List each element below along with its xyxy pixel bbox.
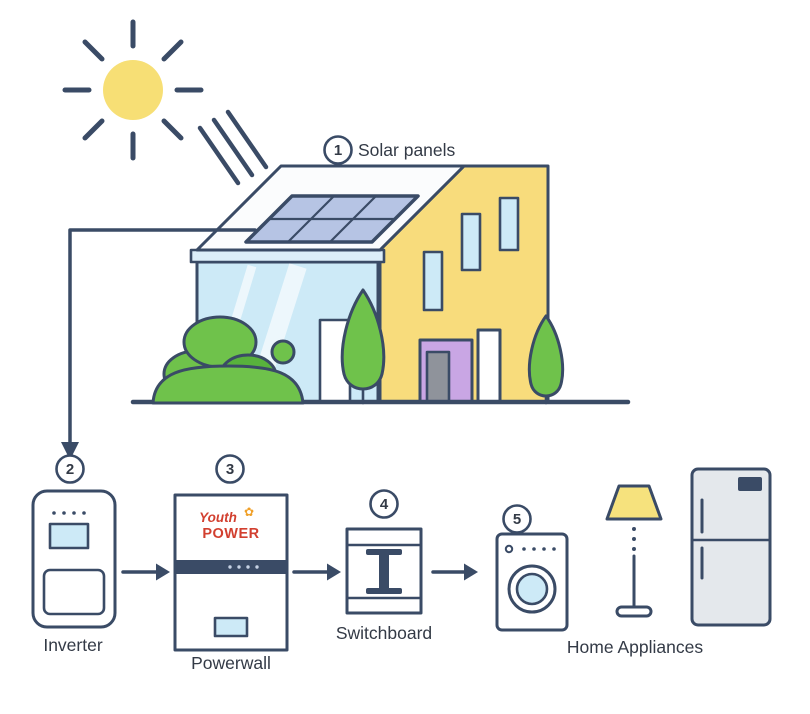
label-switchboard: Switchboard xyxy=(336,623,432,643)
sun-icon xyxy=(62,19,269,186)
washing-machine-icon xyxy=(495,532,569,632)
bush-icon xyxy=(151,315,305,405)
step-number: 3 xyxy=(226,461,234,478)
switchboard-beam xyxy=(366,549,402,594)
washer-knob xyxy=(504,544,514,554)
step-number: 1 xyxy=(334,142,342,159)
fridge-icon xyxy=(690,467,772,627)
floor-lamp-icon xyxy=(605,484,663,618)
inverter-panel xyxy=(42,568,106,616)
pillar xyxy=(476,328,502,404)
arrowhead-down xyxy=(61,442,79,460)
lamp-base xyxy=(615,605,653,618)
window xyxy=(460,212,482,272)
lamp-pole-dots xyxy=(632,527,636,551)
window xyxy=(498,196,520,252)
fridge-control-panel xyxy=(738,477,762,491)
sun-rays xyxy=(62,19,204,161)
house-illustration xyxy=(130,164,631,405)
powerwall-vent xyxy=(213,616,249,638)
inverter-screen xyxy=(48,522,90,550)
powerwall-band-dots xyxy=(228,565,259,569)
step-badge-1: 1 xyxy=(323,135,353,165)
tree-icon xyxy=(527,314,565,405)
step-number: 4 xyxy=(380,496,389,513)
washer-door-glass xyxy=(515,572,549,606)
door xyxy=(425,350,451,404)
house-windows xyxy=(422,196,520,312)
tree-icon xyxy=(340,288,386,405)
arrowhead-right xyxy=(327,563,341,581)
solar-panel-icon xyxy=(244,194,420,244)
switchboard-icon xyxy=(345,527,423,615)
bush-berry xyxy=(270,339,296,365)
inverter-icon xyxy=(31,489,117,629)
label-inverter: Inverter xyxy=(43,635,102,655)
arrow-switchboard-to-appliances xyxy=(431,563,478,581)
step-badge-3: 3 xyxy=(215,454,245,484)
arrow-roof-to-inverter xyxy=(61,228,257,460)
step-number: 5 xyxy=(513,511,521,528)
brand-name-top: Youth xyxy=(199,510,237,525)
solar-panel-grid xyxy=(267,194,397,244)
step-badge-4: 4 xyxy=(369,489,399,519)
washer-buttons xyxy=(522,547,556,551)
brand-flower-icon: ✿ xyxy=(244,505,254,519)
powerwall-icon: ✿ Youth POWER xyxy=(173,493,289,652)
label-solar-panels: Solar panels xyxy=(358,140,456,160)
inverter-vents xyxy=(52,511,86,515)
step-badge-5: 5 xyxy=(502,504,532,534)
arrow-powerwall-to-switchboard xyxy=(292,563,341,581)
lamp-shade xyxy=(605,484,663,521)
label-powerwall: Powerwall xyxy=(191,653,271,673)
arrowhead-right xyxy=(156,563,170,581)
window xyxy=(422,250,444,312)
label-home-appliances: Home Appliances xyxy=(567,637,703,657)
sun-disc xyxy=(103,60,163,120)
sunbeam-lines-icon xyxy=(197,109,269,186)
arrowhead-right xyxy=(464,563,478,581)
roof-eave xyxy=(189,248,386,264)
brand-name-bottom: POWER xyxy=(202,526,259,542)
arrow-inverter-to-powerwall xyxy=(121,563,170,581)
step-number: 2 xyxy=(66,461,74,478)
step-badge-2: 2 xyxy=(55,454,85,484)
